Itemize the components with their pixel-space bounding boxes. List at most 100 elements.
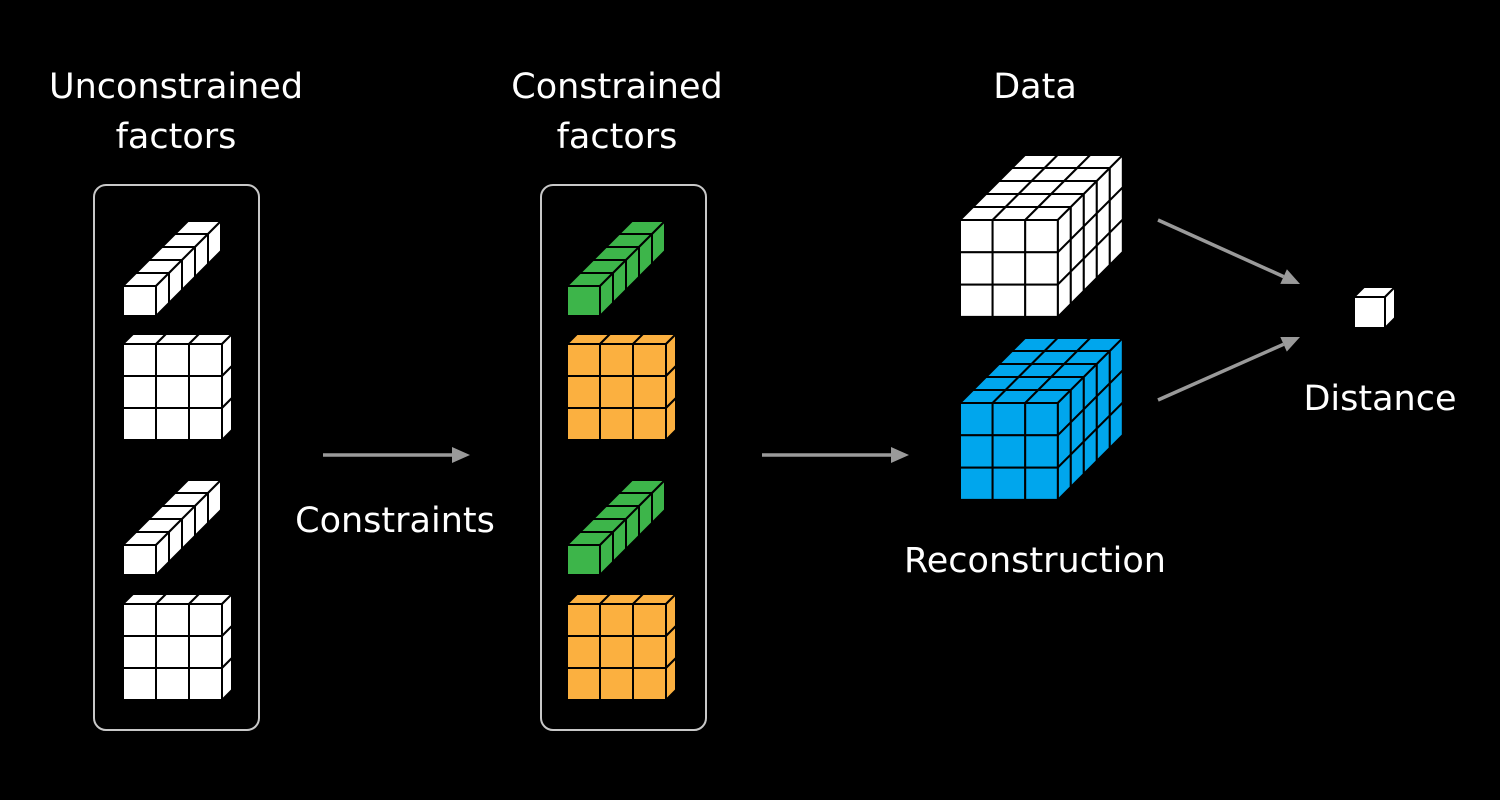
front-face-cell (632, 343, 667, 377)
constrained-vector-factor-1 (566, 220, 666, 317)
front-face-cell (122, 407, 157, 441)
front-face-cell (991, 402, 1027, 437)
front-face-cell (155, 603, 190, 637)
front-face-cell (188, 407, 223, 441)
front-face-cell (632, 603, 667, 637)
front-face-cell (188, 667, 223, 701)
side-face-cell (1108, 401, 1124, 449)
side-face-cell (207, 220, 222, 265)
front-face-cell (959, 283, 994, 318)
tensor-shapes (122, 154, 1396, 701)
unconstrained-factors-title: Unconstrained factors (26, 62, 326, 162)
front-face-cell (122, 343, 157, 377)
front-face-cell (632, 667, 667, 701)
distance-scalar-cube (1353, 286, 1396, 329)
reconstruction-label: Reconstruction (904, 541, 1166, 581)
front-face-cell (1353, 296, 1386, 329)
front-face-cell (599, 343, 634, 377)
front-face-cell (566, 407, 601, 441)
arrow-head (452, 447, 470, 463)
front-face-cell (991, 283, 1027, 318)
reconstruction-to-distance-arrow (1157, 337, 1300, 402)
front-face-cell (991, 466, 1027, 501)
front-face-cell (991, 251, 1027, 286)
unconstrained-factors-panel (93, 184, 260, 731)
front-face-cell (599, 635, 634, 669)
side-face-cell (1108, 218, 1124, 266)
front-face-cell (1024, 434, 1059, 469)
front-face-cell (566, 375, 601, 409)
front-face-cell (959, 251, 994, 286)
data-tensor (959, 154, 1124, 318)
side-face-cell (207, 479, 222, 524)
front-face-cell (599, 375, 634, 409)
constraints-label: Constraints (295, 501, 495, 541)
constrained-title-line1: Constrained (511, 67, 723, 107)
front-face-cell (155, 635, 190, 669)
front-face-cell (959, 434, 994, 469)
constrained-matrix-factor-2 (566, 593, 677, 701)
front-face-cell (188, 343, 223, 377)
front-face-cell (566, 603, 601, 637)
front-face-cell (566, 343, 601, 377)
front-face-cell (122, 603, 157, 637)
arrow-head (1280, 337, 1300, 352)
front-face-cell (991, 219, 1027, 254)
front-face-cell (632, 635, 667, 669)
unconstrained-matrix-factor-1 (122, 333, 233, 441)
constrained-vector-factor-2 (566, 479, 666, 576)
front-face-cell (122, 667, 157, 701)
front-face-cell (1024, 251, 1059, 286)
front-face-cell (566, 635, 601, 669)
data-to-distance-arrow (1157, 218, 1300, 284)
front-face-cell (566, 544, 601, 576)
front-face-cell (959, 466, 994, 501)
constraints-arrow (323, 447, 470, 463)
constrained-matrix-factor-1 (566, 333, 677, 441)
front-face-cell (599, 603, 634, 637)
front-face-cell (959, 219, 994, 254)
unconstrained-title-line1: Unconstrained (48, 67, 304, 107)
unconstrained-vector-factor-1 (122, 220, 222, 317)
front-face-cell (599, 407, 634, 441)
arrow-head (1280, 269, 1300, 284)
front-face-cell (155, 375, 190, 409)
constrained-title-line2: factors (556, 117, 678, 157)
front-face-cell (122, 375, 157, 409)
front-face-cell (1024, 219, 1059, 254)
front-face-cell (566, 667, 601, 701)
front-face-cell (1024, 283, 1059, 318)
front-face-cell (122, 635, 157, 669)
distance-label: Distance (1303, 379, 1457, 419)
front-face-cell (155, 407, 190, 441)
arrows (323, 218, 1300, 463)
arrow-shaft (1157, 342, 1285, 402)
data-label: Data (993, 67, 1077, 107)
front-face-cell (566, 285, 601, 317)
front-face-cell (188, 635, 223, 669)
front-face-cell (155, 667, 190, 701)
front-face-cell (1024, 402, 1059, 437)
front-face-cell (188, 375, 223, 409)
side-face-cell (651, 220, 666, 265)
front-face-cell (1024, 466, 1059, 501)
front-face-cell (155, 343, 190, 377)
front-face-cell (599, 667, 634, 701)
front-face-cell (122, 285, 157, 317)
arrow-head (891, 447, 909, 463)
reconstruction-tensor (959, 337, 1124, 501)
side-face-cell (651, 479, 666, 524)
constrained-factors-panel (540, 184, 707, 731)
front-face-cell (188, 603, 223, 637)
front-face-cell (122, 544, 157, 576)
constrained-factors-title: Constrained factors (467, 62, 767, 162)
front-face-cell (959, 402, 994, 437)
front-face-cell (632, 375, 667, 409)
unconstrained-vector-factor-2 (122, 479, 222, 576)
reconstruction-arrow (762, 447, 909, 463)
unconstrained-title-line2: factors (115, 117, 237, 157)
arrow-shaft (1157, 218, 1285, 279)
front-face-cell (991, 434, 1027, 469)
unconstrained-matrix-factor-2 (122, 593, 233, 701)
